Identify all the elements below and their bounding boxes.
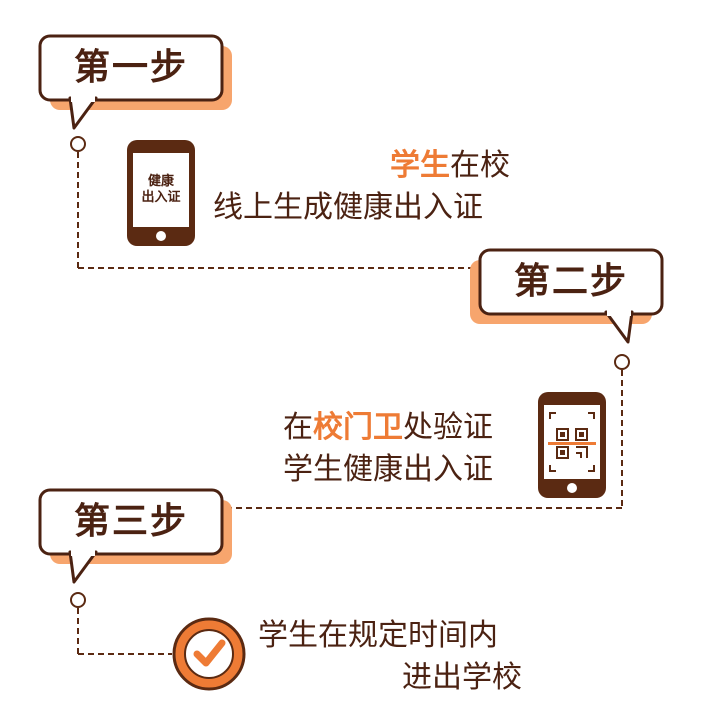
- step2-highlight: 校门卫: [313, 410, 403, 445]
- step3-line1: 学生在规定时间内: [258, 618, 498, 653]
- check-circle-icon: [172, 617, 246, 691]
- phone-screen-line1: 健康: [147, 174, 174, 189]
- step2-connector-dot: [614, 354, 630, 370]
- step2-line1: 在校门卫处验证: [283, 408, 493, 448]
- step2-line1-prefix: 在: [283, 410, 313, 445]
- step2-line1-rest: 处验证: [403, 410, 493, 445]
- phone-health-pass-icon: 健康 出入证: [127, 140, 195, 246]
- phone-screen: [544, 405, 600, 479]
- step1-connector-dot: [70, 136, 86, 152]
- step3-line2: 进出学校: [402, 660, 522, 695]
- step1-line1: 学生在校: [390, 146, 510, 186]
- step3-label: 第三步: [73, 501, 188, 542]
- step1-line2: 线上生成健康出入证: [213, 190, 483, 225]
- speech-bubble-icon: [38, 488, 232, 584]
- step3-connector-dot: [70, 592, 86, 608]
- step1-bubble: 第一步: [38, 34, 232, 130]
- speech-bubble-icon: [470, 248, 664, 344]
- phone-qr-scan-icon: [538, 392, 606, 498]
- speech-bubble-icon: [38, 34, 232, 130]
- phone-home-button: [156, 231, 166, 241]
- step1-line1-rest: 在校: [450, 148, 510, 183]
- step2-label: 第二步: [513, 261, 628, 302]
- phone-home-button: [567, 483, 577, 493]
- qr-scan-icon: [548, 412, 596, 472]
- step1-label: 第一步: [73, 47, 188, 88]
- step1-highlight: 学生: [390, 148, 450, 183]
- step2-line2: 学生健康出入证: [283, 452, 493, 487]
- step3-bubble: 第三步: [38, 488, 232, 584]
- step2-bubble: 第二步: [470, 248, 664, 344]
- phone-screen-line2: 出入证: [141, 190, 181, 205]
- phone-screen: 健康 出入证: [133, 153, 189, 227]
